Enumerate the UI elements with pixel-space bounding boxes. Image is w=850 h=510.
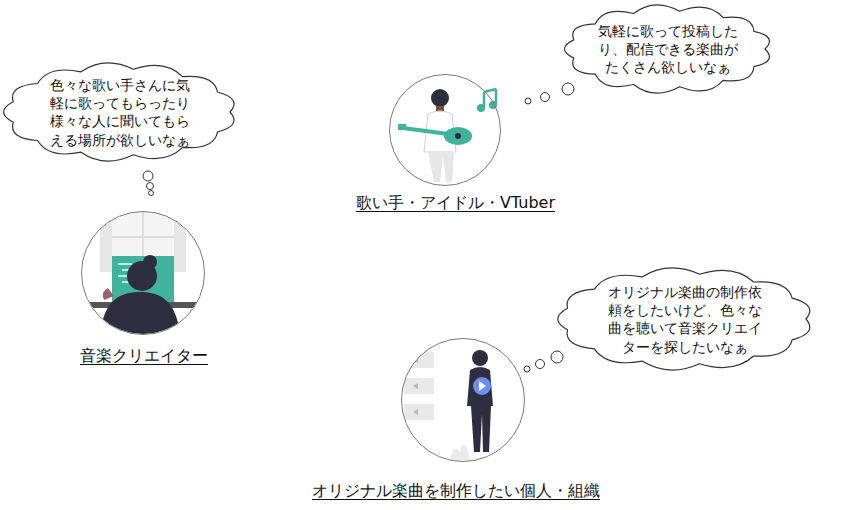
persona-circle: 音楽クリエイター [81,211,205,335]
thought-cloud: オリジナル楽曲の制作依頼をしたいけど、色々な曲を聴いて音楽クリエイターを探したい… [556,266,814,372]
singer-figure [398,89,497,182]
persona-heading: 音楽クリエイター [80,346,208,367]
thought-cloud: 色々な歌い手さんに気軽に歌ってもらったり様々な人に聞いてもらえる場所が欲しいなぁ [2,61,238,163]
cloud-outline [2,61,238,163]
persona-heading: 歌い手・アイドル・VTuber [356,193,555,214]
persona-circle: 歌い手・アイドル・VTuber [389,74,501,186]
cloud-outline [556,266,814,372]
thought-text: オリジナル楽曲の制作依頼をしたいけど、色々な曲を聴いて音楽クリエイターを探したい… [605,283,765,356]
creator-figure [82,212,204,334]
persona-circle: オリジナル楽曲を制作したい個人・組織 [401,338,525,462]
thought-text: 気軽に歌って投稿したり、配信できる楽曲がたくさん欲しいなぁ [595,22,741,77]
thought-cloud: 気軽に歌って投稿したり、配信できる楽曲がたくさん欲しいなぁ [563,3,773,95]
client-figure [404,350,493,460]
thought-text: 色々な歌い手さんに気軽に歌ってもらったり様々な人に聞いてもらえる場所が欲しいなぁ [47,76,193,149]
persona-heading: オリジナル楽曲を制作したい個人・組織 [312,481,600,502]
